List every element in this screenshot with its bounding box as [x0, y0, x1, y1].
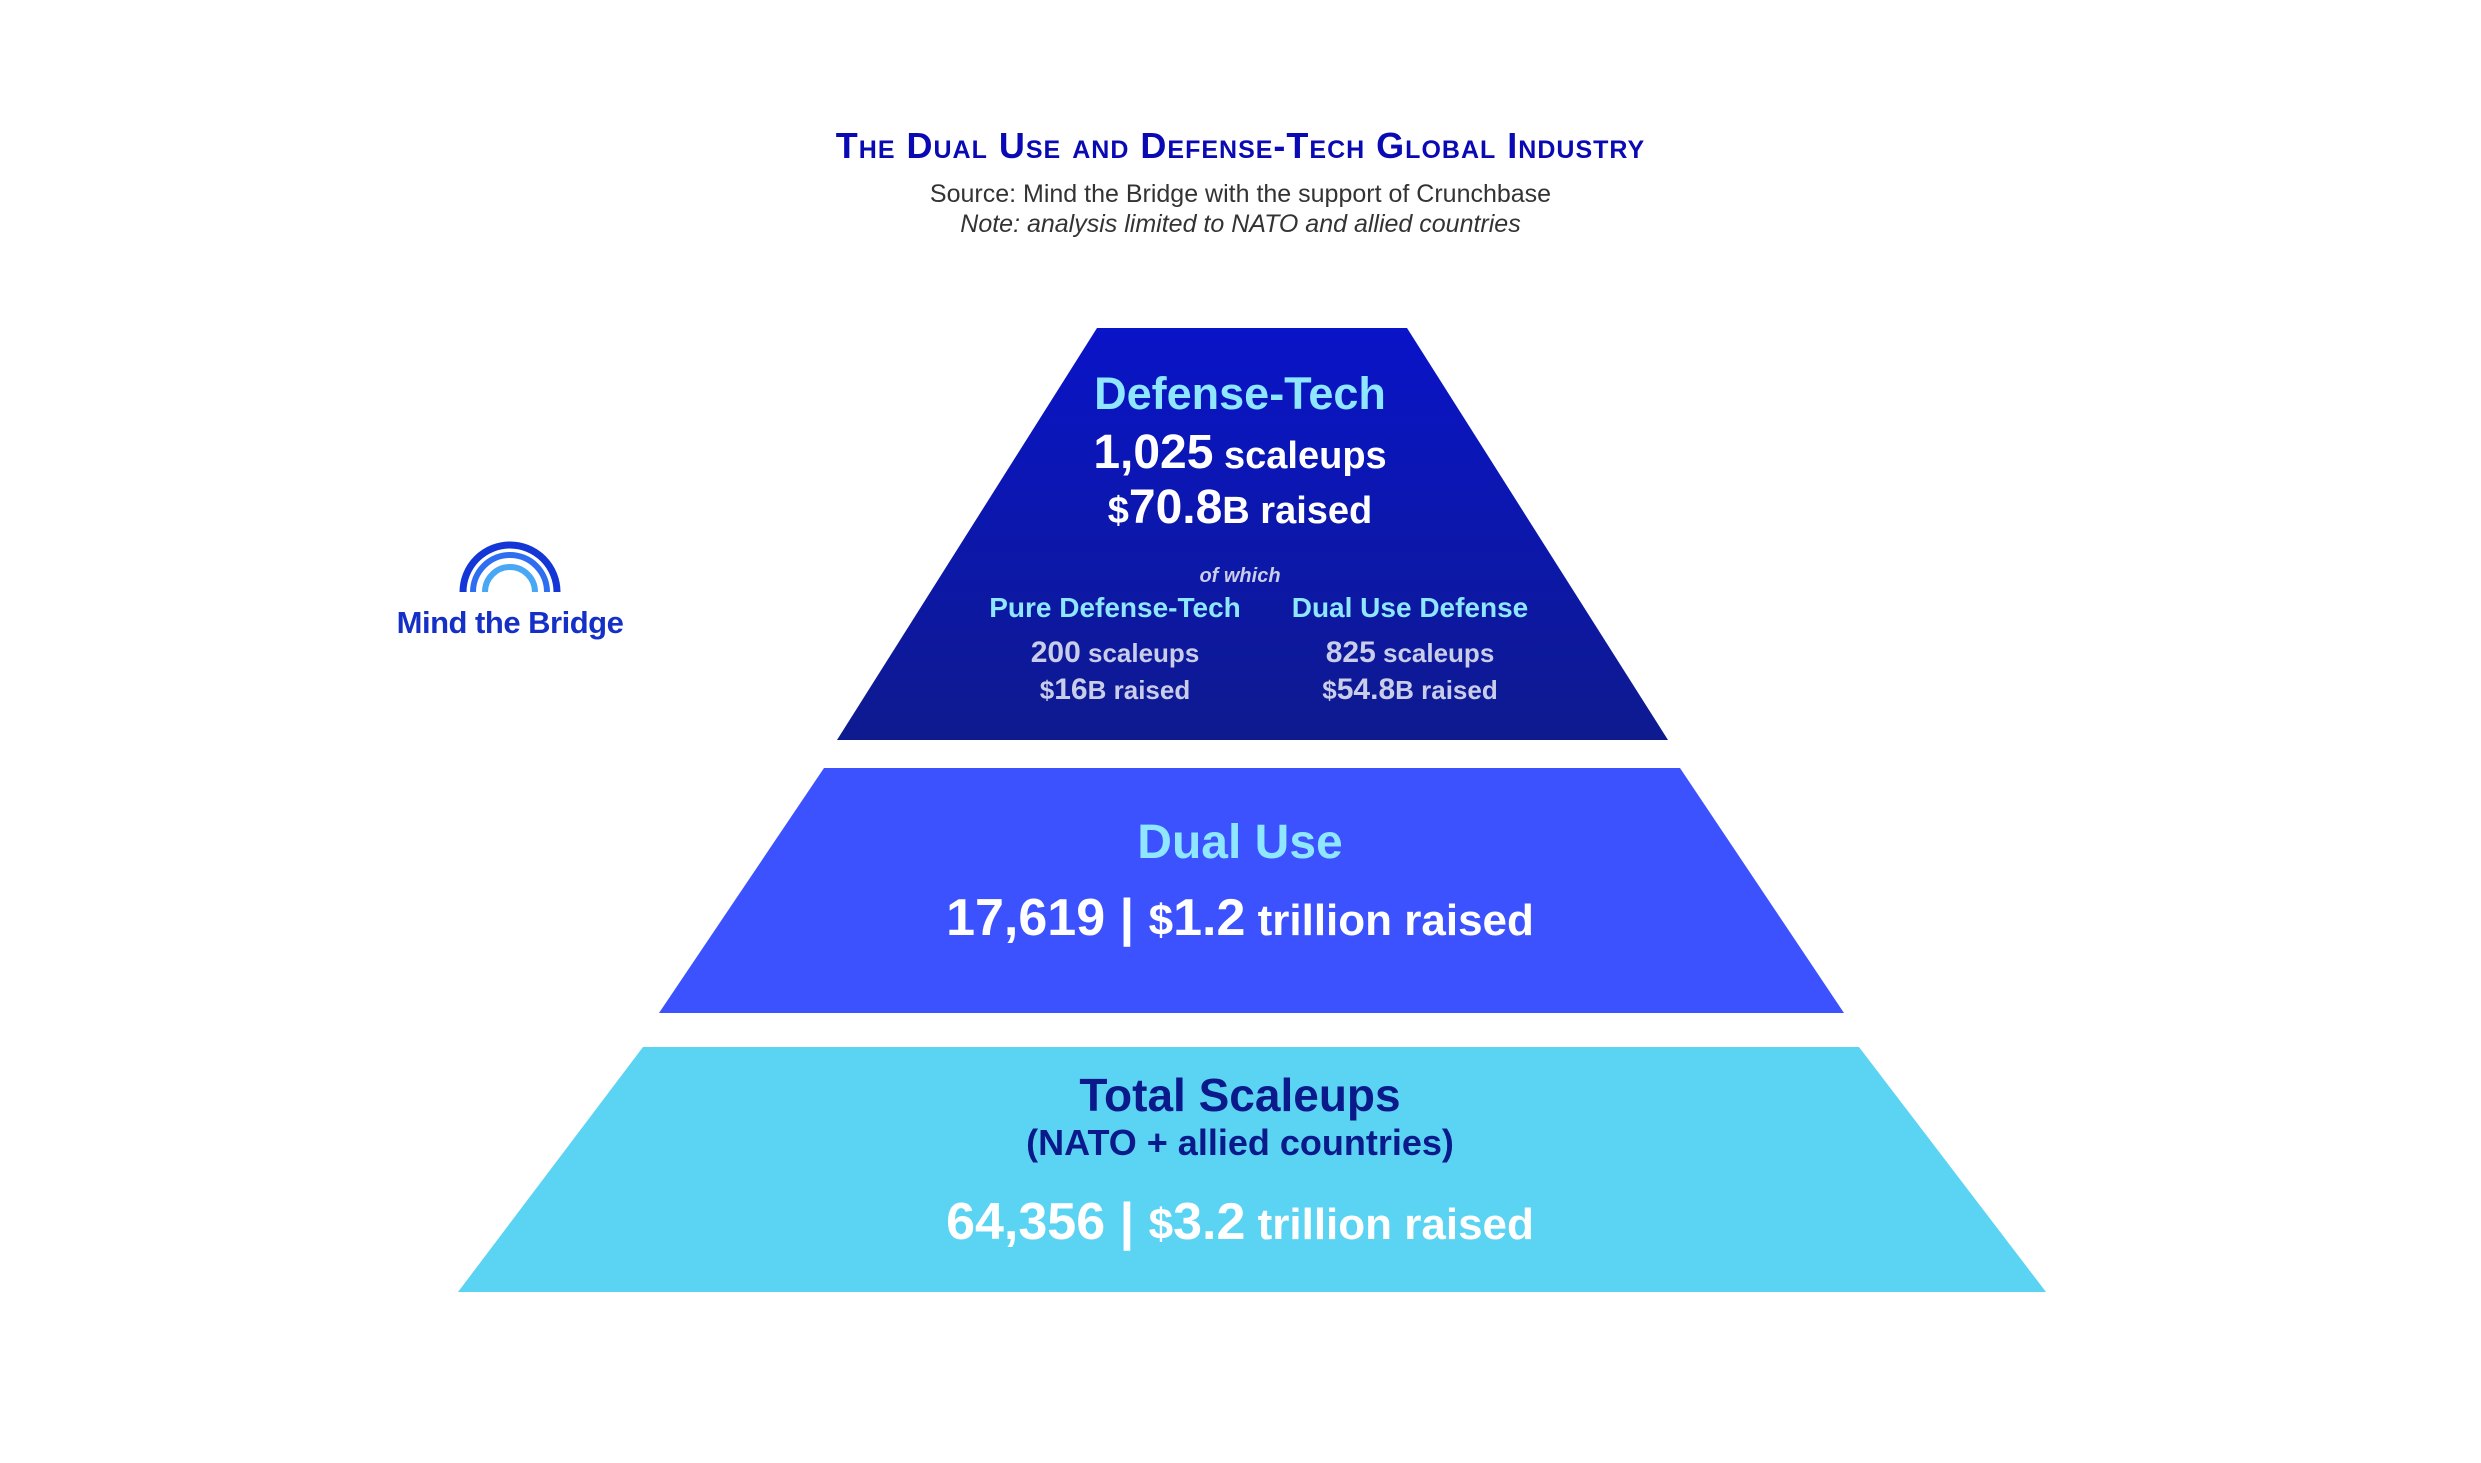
- pure-defense-tech-scaleups: 200 scaleups: [950, 636, 1280, 670]
- defense-tech-raised: $70.8B raised: [940, 480, 1540, 535]
- dual-use-defense-scaleups: 825 scaleups: [1250, 636, 1570, 670]
- dual-use-defense-raised: $54.8B raised: [1250, 673, 1570, 707]
- total-scaleups-raised-suffix: trillion raised: [1245, 1200, 1534, 1249]
- total-scaleups-separator: |: [1105, 1193, 1149, 1251]
- bridge-arch-icon: [459, 541, 561, 593]
- total-scaleups-title: Total Scaleups: [1079, 1069, 1401, 1121]
- defense-tech-tier: [837, 328, 1668, 740]
- total-scaleups-subtitle: (NATO + allied countries): [1026, 1122, 1454, 1163]
- pure-defense-tech-scaleups-label: scaleups: [1080, 638, 1200, 668]
- dual-use-defense-scaleups-label: scaleups: [1375, 638, 1495, 668]
- dual-use-raised-prefix: $: [1148, 896, 1174, 945]
- pure-defense-tech-scaleups-count: 200: [1030, 636, 1081, 669]
- defense-tech-scaleups-count: 1,025: [1093, 426, 1214, 479]
- pure-defense-tech-title: Pure Defense-Tech: [989, 592, 1241, 623]
- source-text: Source: Mind the Bridge with the support…: [929, 180, 1552, 208]
- defense-tech-scaleups-label: scaleups: [1213, 435, 1387, 477]
- logo-text: Mind the Bridge: [396, 605, 624, 640]
- defense-tech-raised-prefix: $: [1107, 490, 1129, 532]
- pure-defense-tech-raised: $16B raised: [950, 673, 1280, 707]
- dual-use-defense-raised-prefix: $: [1322, 675, 1337, 705]
- note-text: Note: analysis limited to NATO and allie…: [960, 210, 1521, 238]
- defense-tech-raised-suffix: B raised: [1222, 490, 1373, 532]
- dual-use-defense-raised-suffix: B raised: [1395, 675, 1498, 705]
- dual-use-separator: |: [1105, 889, 1149, 947]
- dual-use-figures: 17,619 | $1.2 trillion raised: [740, 888, 1740, 948]
- total-scaleups-raised-amount: 3.2: [1173, 1193, 1246, 1251]
- total-scaleups-figures: 64,356 | $3.2 trillion raised: [740, 1192, 1740, 1252]
- dual-use-count: 17,619: [946, 889, 1106, 947]
- defense-tech-raised-amount: 70.8: [1128, 481, 1223, 534]
- total-scaleups-raised-prefix: $: [1148, 1200, 1174, 1249]
- pure-defense-tech-raised-prefix: $: [1039, 675, 1055, 705]
- defense-tech-title: Defense-Tech: [1094, 368, 1386, 419]
- page-title: The Dual Use and Defense-Tech Global Ind…: [835, 125, 1646, 166]
- dual-use-title: Dual Use: [1137, 816, 1343, 869]
- dual-use-raised-suffix: trillion raised: [1245, 896, 1534, 945]
- defense-tech-scaleups: 1,025 scaleups: [940, 425, 1540, 480]
- pure-defense-tech-raised-amount: 16: [1054, 673, 1088, 706]
- total-scaleups-tier: [458, 1047, 2046, 1292]
- pure-defense-tech-raised-suffix: B raised: [1087, 675, 1191, 705]
- total-scaleups-count: 64,356: [946, 1193, 1106, 1251]
- dual-use-raised-amount: 1.2: [1173, 889, 1246, 947]
- dual-use-defense-raised-amount: 54.8: [1336, 673, 1396, 706]
- dual-use-defense-title: Dual Use Defense: [1291, 592, 1529, 623]
- dual-use-defense-scaleups-count: 825: [1325, 636, 1376, 669]
- of-which-label: of which: [1199, 565, 1281, 587]
- dual-use-tier: [659, 768, 1844, 1013]
